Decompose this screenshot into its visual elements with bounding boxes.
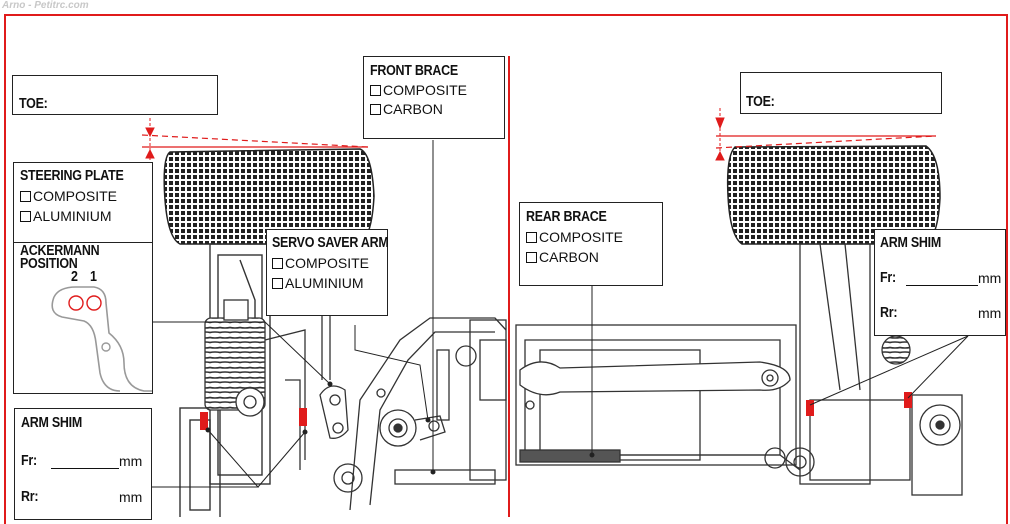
front-chassis <box>333 317 507 511</box>
front-leader-lines <box>152 140 436 488</box>
ackermann-title-line2: POSITION <box>20 256 78 272</box>
ackermann-hole-2 <box>68 295 84 311</box>
rear-leader-lines <box>589 286 969 458</box>
front-arm-shim-fr-row: Fr: mm <box>21 453 151 469</box>
checkbox-icon[interactable] <box>370 103 381 115</box>
front-shim-markers <box>200 408 307 430</box>
front-brace-title: FRONT BRACE <box>370 63 458 79</box>
rear-toe-box: TOE: <box>740 72 942 114</box>
servo-saver-option-composite[interactable]: COMPOSITE <box>272 255 387 271</box>
servo-saver-box: SERVO SAVER ARM COMPOSITE ALUMINIUM <box>266 229 389 316</box>
rear-brace-title: REAR BRACE <box>526 209 607 225</box>
ackermann-position-2: 2 <box>71 269 78 285</box>
rear-toe-label: TOE: <box>746 94 775 110</box>
rear-brace-option-carbon[interactable]: CARBON <box>526 249 662 265</box>
rear-arm-shim-fr-unit: mm <box>978 270 1002 286</box>
front-shock <box>204 299 266 417</box>
front-arm-shim-title: ARM SHIM <box>21 415 82 431</box>
front-arm-shim-rr-row: Rr: mm <box>21 489 151 505</box>
front-toe-box: TOE: <box>12 75 218 115</box>
steering-plate-option-aluminium[interactable]: ALUMINIUM <box>20 208 152 224</box>
rear-arm-shim-fr-field[interactable] <box>906 285 978 286</box>
front-arm-shim-fr-unit: mm <box>119 453 143 469</box>
checkbox-icon[interactable] <box>20 210 31 222</box>
servo-saver-option-aluminium[interactable]: ALUMINIUM <box>272 275 387 291</box>
front-toe-lines <box>141 134 369 148</box>
rear-arm-shim-fr-label: Fr: <box>880 270 896 286</box>
checkbox-icon[interactable] <box>526 231 537 243</box>
rear-arm-shim-fr-row: Fr: mm <box>880 270 1005 286</box>
checkbox-icon[interactable] <box>526 251 537 263</box>
rear-arm-shim-box: ARM SHIM Fr: mm Rr: mm <box>874 229 1006 336</box>
front-arm-shim-rr-unit: mm <box>119 489 143 505</box>
rear-arm-shim-rr-row: Rr: mm <box>880 305 1005 321</box>
steering-plate-divider <box>14 242 152 243</box>
rear-toe-lines <box>715 135 937 149</box>
steering-plate-option-composite[interactable]: COMPOSITE <box>20 188 152 204</box>
front-arm-shim-fr-label: Fr: <box>21 453 37 469</box>
sheet-frame <box>4 14 1008 524</box>
rear-chassis <box>515 324 815 477</box>
watermark: Arno - Petitrc.com <box>2 0 89 11</box>
front-brace-box: FRONT BRACE COMPOSITE CARBON <box>363 56 505 139</box>
ackermann-title-line1: ACKERMANN <box>20 243 100 259</box>
servo-saver-title: SERVO SAVER ARM <box>272 235 389 251</box>
front-arm-shim-box: ARM SHIM Fr: mm Rr: mm <box>14 408 152 520</box>
front-brace-option-carbon[interactable]: CARBON <box>370 101 504 117</box>
front-arm-shim-fr-field[interactable] <box>51 468 119 469</box>
checkbox-icon[interactable] <box>272 277 283 289</box>
front-rear-divider <box>508 56 510 517</box>
ackermann-plate-diagram <box>51 286 152 392</box>
rear-brace-box: REAR BRACE COMPOSITE CARBON <box>519 202 663 286</box>
rear-shim-markers <box>806 392 912 416</box>
front-links <box>264 300 349 470</box>
steering-plate-box: STEERING PLATE COMPOSITE ALUMINIUM ACKER… <box>13 162 153 394</box>
rear-arm-shim-rr-unit: mm <box>978 305 1002 321</box>
front-toe-label: TOE: <box>19 96 48 112</box>
checkbox-icon[interactable] <box>370 84 381 96</box>
rear-brace-option-composite[interactable]: COMPOSITE <box>526 229 662 245</box>
rear-hub <box>799 243 963 496</box>
rear-toe-arrows <box>715 108 725 161</box>
ackermann-hole-1 <box>86 295 102 311</box>
front-arm-shim-rr-label: Rr: <box>21 489 39 505</box>
front-brace-option-composite[interactable]: COMPOSITE <box>370 82 504 98</box>
checkbox-icon[interactable] <box>20 190 31 202</box>
rear-arm-shim-rr-label: Rr: <box>880 305 898 321</box>
steering-plate-title: STEERING PLATE <box>20 168 124 184</box>
checkbox-icon[interactable] <box>272 257 283 269</box>
ackermann-position-1: 1 <box>90 269 97 285</box>
rear-arm-shim-title: ARM SHIM <box>880 235 941 251</box>
front-toe-arrows <box>145 118 155 160</box>
